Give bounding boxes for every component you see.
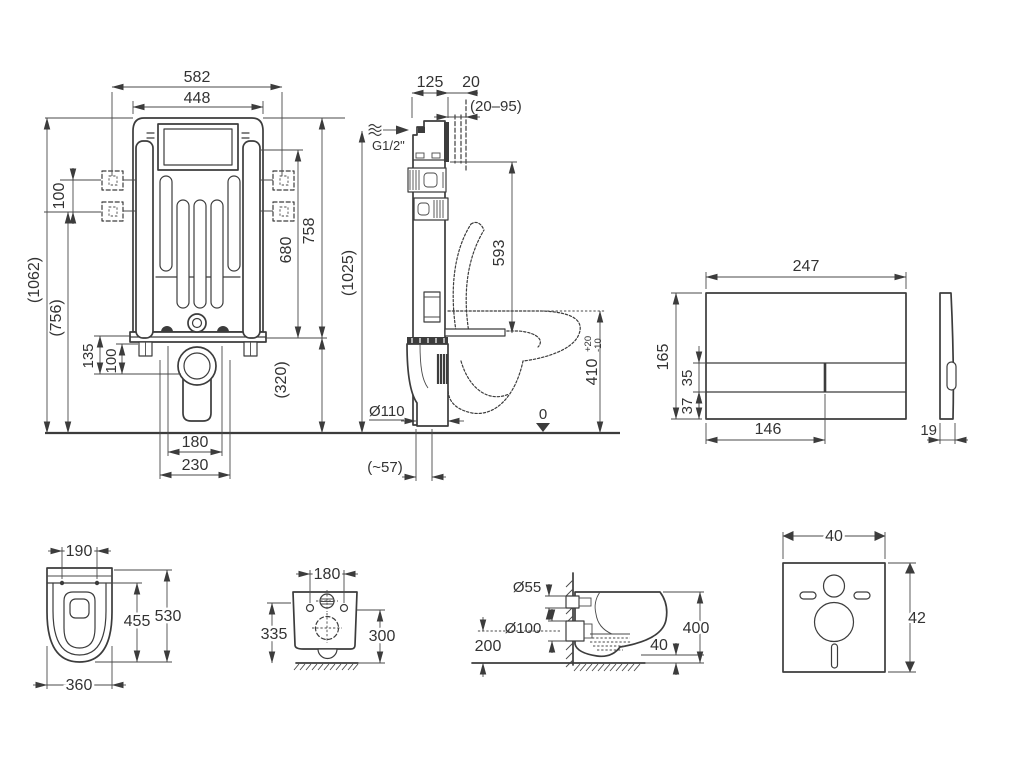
dim-bracket-gap: 100 xyxy=(51,183,68,210)
dim-below-height: (320) xyxy=(273,361,290,398)
toilet-top-view: 190 455 530 360 xyxy=(33,541,184,697)
frame-front-dimensions: 582 448 (1062) (756) 100 135 100 680 758 xyxy=(26,69,327,479)
flush-plate-side-dimensions: 19 xyxy=(920,422,968,444)
dim-side-total-height: (1025) xyxy=(340,250,357,296)
toilet-side-view: Ø55 Ø100 200 400 40 xyxy=(471,572,712,677)
dim-bowl-depth: 530 xyxy=(155,608,182,625)
dim-outlet-offset: (~57) xyxy=(367,459,402,476)
dim-flush-pipe-dia: Ø55 xyxy=(513,579,541,596)
sound-pad-dimensions: 40 42 xyxy=(782,526,929,673)
flush-plate-front-view: 247 165 35 37 146 xyxy=(655,258,907,444)
dim-total-height: (1062) xyxy=(26,257,43,303)
dim-frame-height: 758 xyxy=(301,218,318,245)
dim-water-depth: 40 xyxy=(650,637,668,654)
dim-rear-hole-spacing: 180 xyxy=(314,566,341,583)
dim-bowl-height-tol-minus: -10 xyxy=(593,338,604,352)
dim-depth: 125 xyxy=(417,74,444,91)
dim-bowl-width: 360 xyxy=(66,677,93,694)
dim-bowl-height: 410 xyxy=(584,359,601,386)
frame-side-dimensions: 125 20 (20–95) (1025) 593 410 +20 -10 xyxy=(340,74,605,481)
dim-outlet-h2: 100 xyxy=(103,348,120,373)
frame-front-view: 582 448 (1062) (756) 100 135 100 680 758 xyxy=(26,69,345,479)
dim-frame-width-outer: 582 xyxy=(184,69,211,86)
dim-outlet-dia: Ø110 xyxy=(369,403,405,420)
dim-bowl-height-tol-plus: +20 xyxy=(583,336,594,352)
toilet-rear-dimensions: 180 335 300 xyxy=(258,564,398,664)
dim-plate-thickness: 19 xyxy=(920,422,937,439)
dim-pad-width: 40 xyxy=(825,528,843,545)
dim-inner-height: 680 xyxy=(278,237,295,264)
dim-plate-height: 165 xyxy=(655,344,672,371)
dim-rear-height-left: 335 xyxy=(261,626,288,643)
toilet-top-dimensions: 190 455 530 360 xyxy=(33,541,184,697)
toilet-side-dimensions: Ø55 Ø100 200 400 40 xyxy=(472,579,712,677)
dim-floor-datum: 0 xyxy=(539,406,547,423)
dim-bolt-spacing: 180 xyxy=(182,434,209,451)
dim-drain-pipe-dia: Ø100 xyxy=(505,620,542,637)
water-supply-arrow: G1/2" xyxy=(368,123,409,153)
frame-side-view: G1/2" 125 20 (20–95) (1025) 593 410 xyxy=(340,74,605,481)
flush-plate-dimensions: 247 165 35 37 146 xyxy=(655,258,907,444)
dim-water-supply: G1/2" xyxy=(372,138,405,153)
toilet-rear-view: 180 335 300 xyxy=(258,564,398,671)
dim-drain-height: 200 xyxy=(475,638,502,655)
dim-wall-offset: 20 xyxy=(462,74,480,91)
dim-outlet-h1: 135 xyxy=(80,343,97,368)
dim-plate-width: 247 xyxy=(793,258,820,275)
dim-wall-range: (20–95) xyxy=(470,98,522,115)
dim-frame-width-inner: 448 xyxy=(184,90,211,107)
dim-pad-height: 42 xyxy=(908,610,926,627)
dim-flush-bend-height: 593 xyxy=(491,240,508,267)
dim-bowl-overall-height: 400 xyxy=(683,620,710,637)
wall-bracket-dashed xyxy=(101,170,295,222)
toilet-silhouette-dashed xyxy=(447,221,581,415)
dim-rear-height-right: 300 xyxy=(369,628,396,645)
dim-bowl-depth-to-holes: 455 xyxy=(124,613,151,630)
flush-plate-side-view: 19 xyxy=(920,292,968,444)
dim-strip-height: 35 xyxy=(679,370,696,387)
sound-insulation-pad-view: 40 42 xyxy=(782,526,929,673)
dim-bowl-hole-spacing: 190 xyxy=(66,543,93,560)
dim-outlet-spacing: 230 xyxy=(182,457,209,474)
dim-strip-bottom: 37 xyxy=(679,398,696,415)
dim-bracket-height: (756) xyxy=(48,299,65,336)
dim-button-offset: 146 xyxy=(755,421,782,438)
